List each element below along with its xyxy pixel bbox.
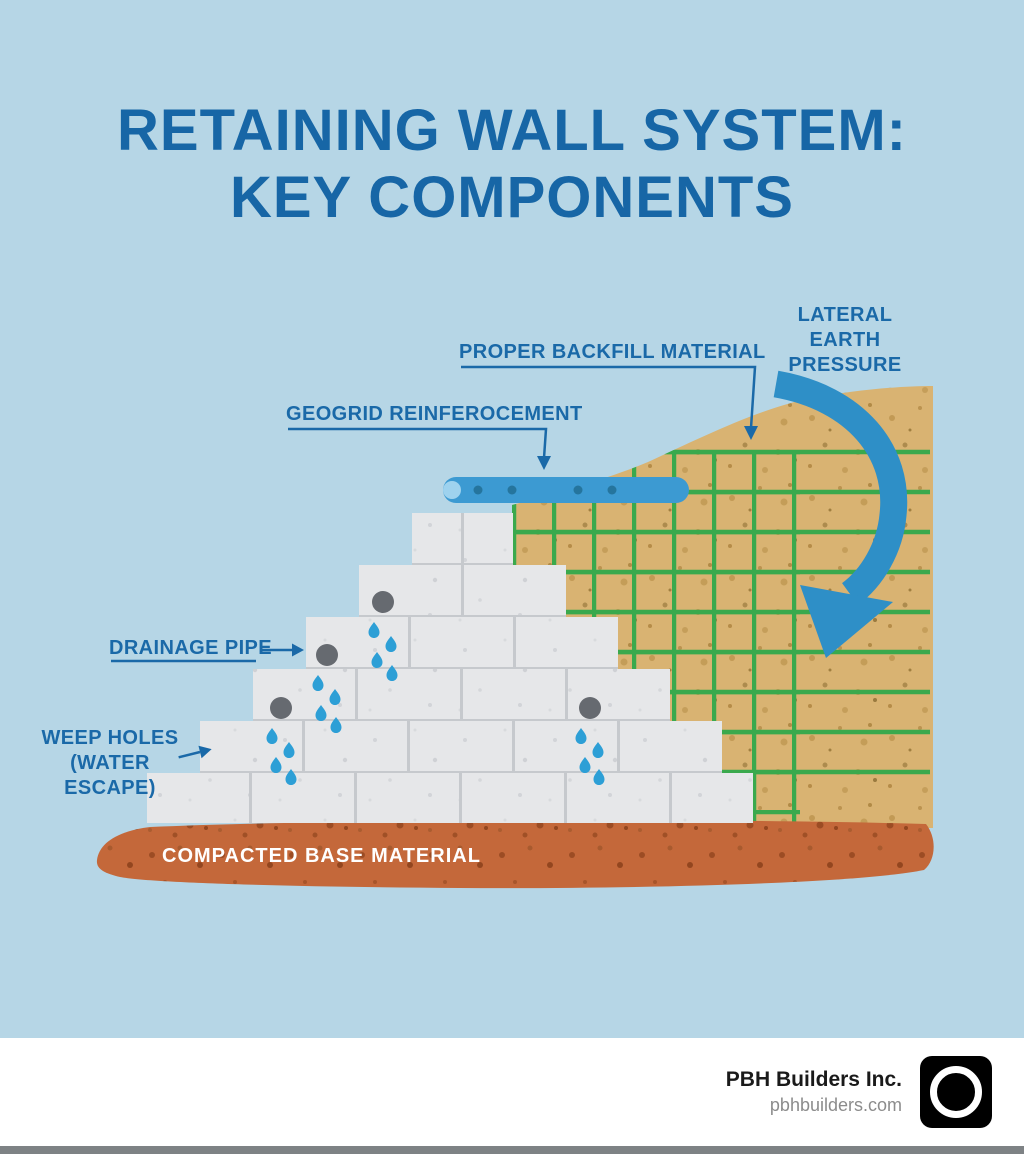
weep-label-line1: WEEP HOLES	[41, 727, 179, 749]
weep-label-line2: (WATER ESCAPE)	[64, 752, 156, 799]
lateral-label-line1: LATERAL EARTH	[797, 304, 893, 351]
weep-holes-label: WEEP HOLES (WATER ESCAPE)	[28, 726, 192, 801]
compacted-base-label: COMPACTED BASE MATERIAL	[162, 845, 481, 867]
proper-backfill-label: PROPER BACKFILL MATERIAL	[459, 341, 766, 363]
drainage-openings	[270, 591, 601, 719]
footer: PBH Builders Inc. pbhbuilders.com	[0, 1038, 1024, 1146]
retaining-wall-blocks	[147, 513, 753, 823]
company-name: PBH Builders Inc.	[725, 1068, 902, 1091]
website-url: pbhbuilders.com	[769, 1095, 902, 1115]
title-line1: RETAINING WALL SYSTEM:	[117, 98, 907, 163]
compacted-base	[96, 820, 934, 889]
lateral-label-line2: PRESSURE	[788, 354, 902, 376]
logo-icon	[920, 1056, 992, 1128]
geogrid-reinforcement-label: GEOGRID REINFEROCEMENT	[286, 403, 583, 425]
footer-text: PBH Builders Inc. pbhbuilders.com	[726, 1068, 902, 1116]
drainage-pipe-label: DRAINAGE PIPE	[109, 637, 273, 659]
leader-lines	[111, 365, 758, 759]
page-title: RETAINING WALL SYSTEM: KEY COMPONENTS	[0, 98, 1024, 231]
lateral-earth-pressure-label: LATERAL EARTH PRESSURE	[760, 303, 930, 378]
logo-ring-icon	[930, 1066, 982, 1118]
bottom-edge-bar	[0, 1146, 1024, 1154]
pressure-arrow-icon	[773, 370, 908, 658]
title-line2: KEY COMPONENTS	[229, 164, 794, 230]
geogrid-pipe	[443, 477, 689, 503]
